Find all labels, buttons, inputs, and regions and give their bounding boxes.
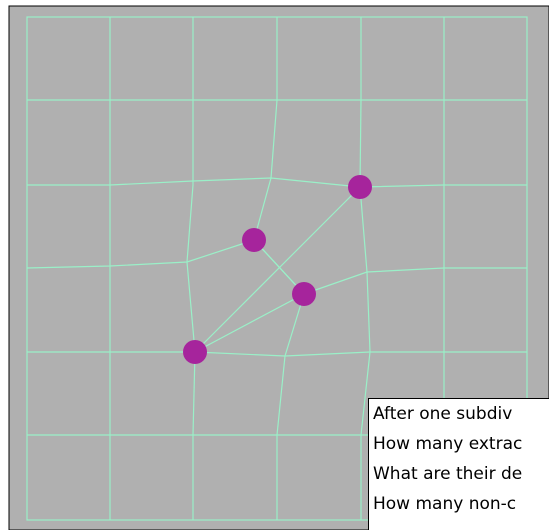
- grid-hline-2: [27, 177, 527, 188]
- question-line-4: How many non-c: [373, 494, 517, 514]
- vertex-handle[interactable]: [242, 228, 266, 252]
- grid-diagonal-2: [194, 186, 361, 353]
- grid-hline-4: [27, 351, 527, 357]
- grid-hline-3: [26, 239, 527, 295]
- grid-diagonal: [194, 293, 305, 353]
- question-panel: After one subdiv How many extrac What ar…: [368, 398, 549, 530]
- mesh-vertices: [183, 175, 372, 364]
- mesh-grid: [26, 16, 528, 521]
- vertex-handle[interactable]: [292, 282, 316, 306]
- question-line-3: What are their de: [373, 464, 523, 484]
- vertex-handle[interactable]: [183, 340, 207, 364]
- vertex-handle[interactable]: [348, 175, 372, 199]
- question-line-1: After one subdiv: [373, 404, 513, 424]
- question-line-2: How many extrac: [373, 434, 523, 454]
